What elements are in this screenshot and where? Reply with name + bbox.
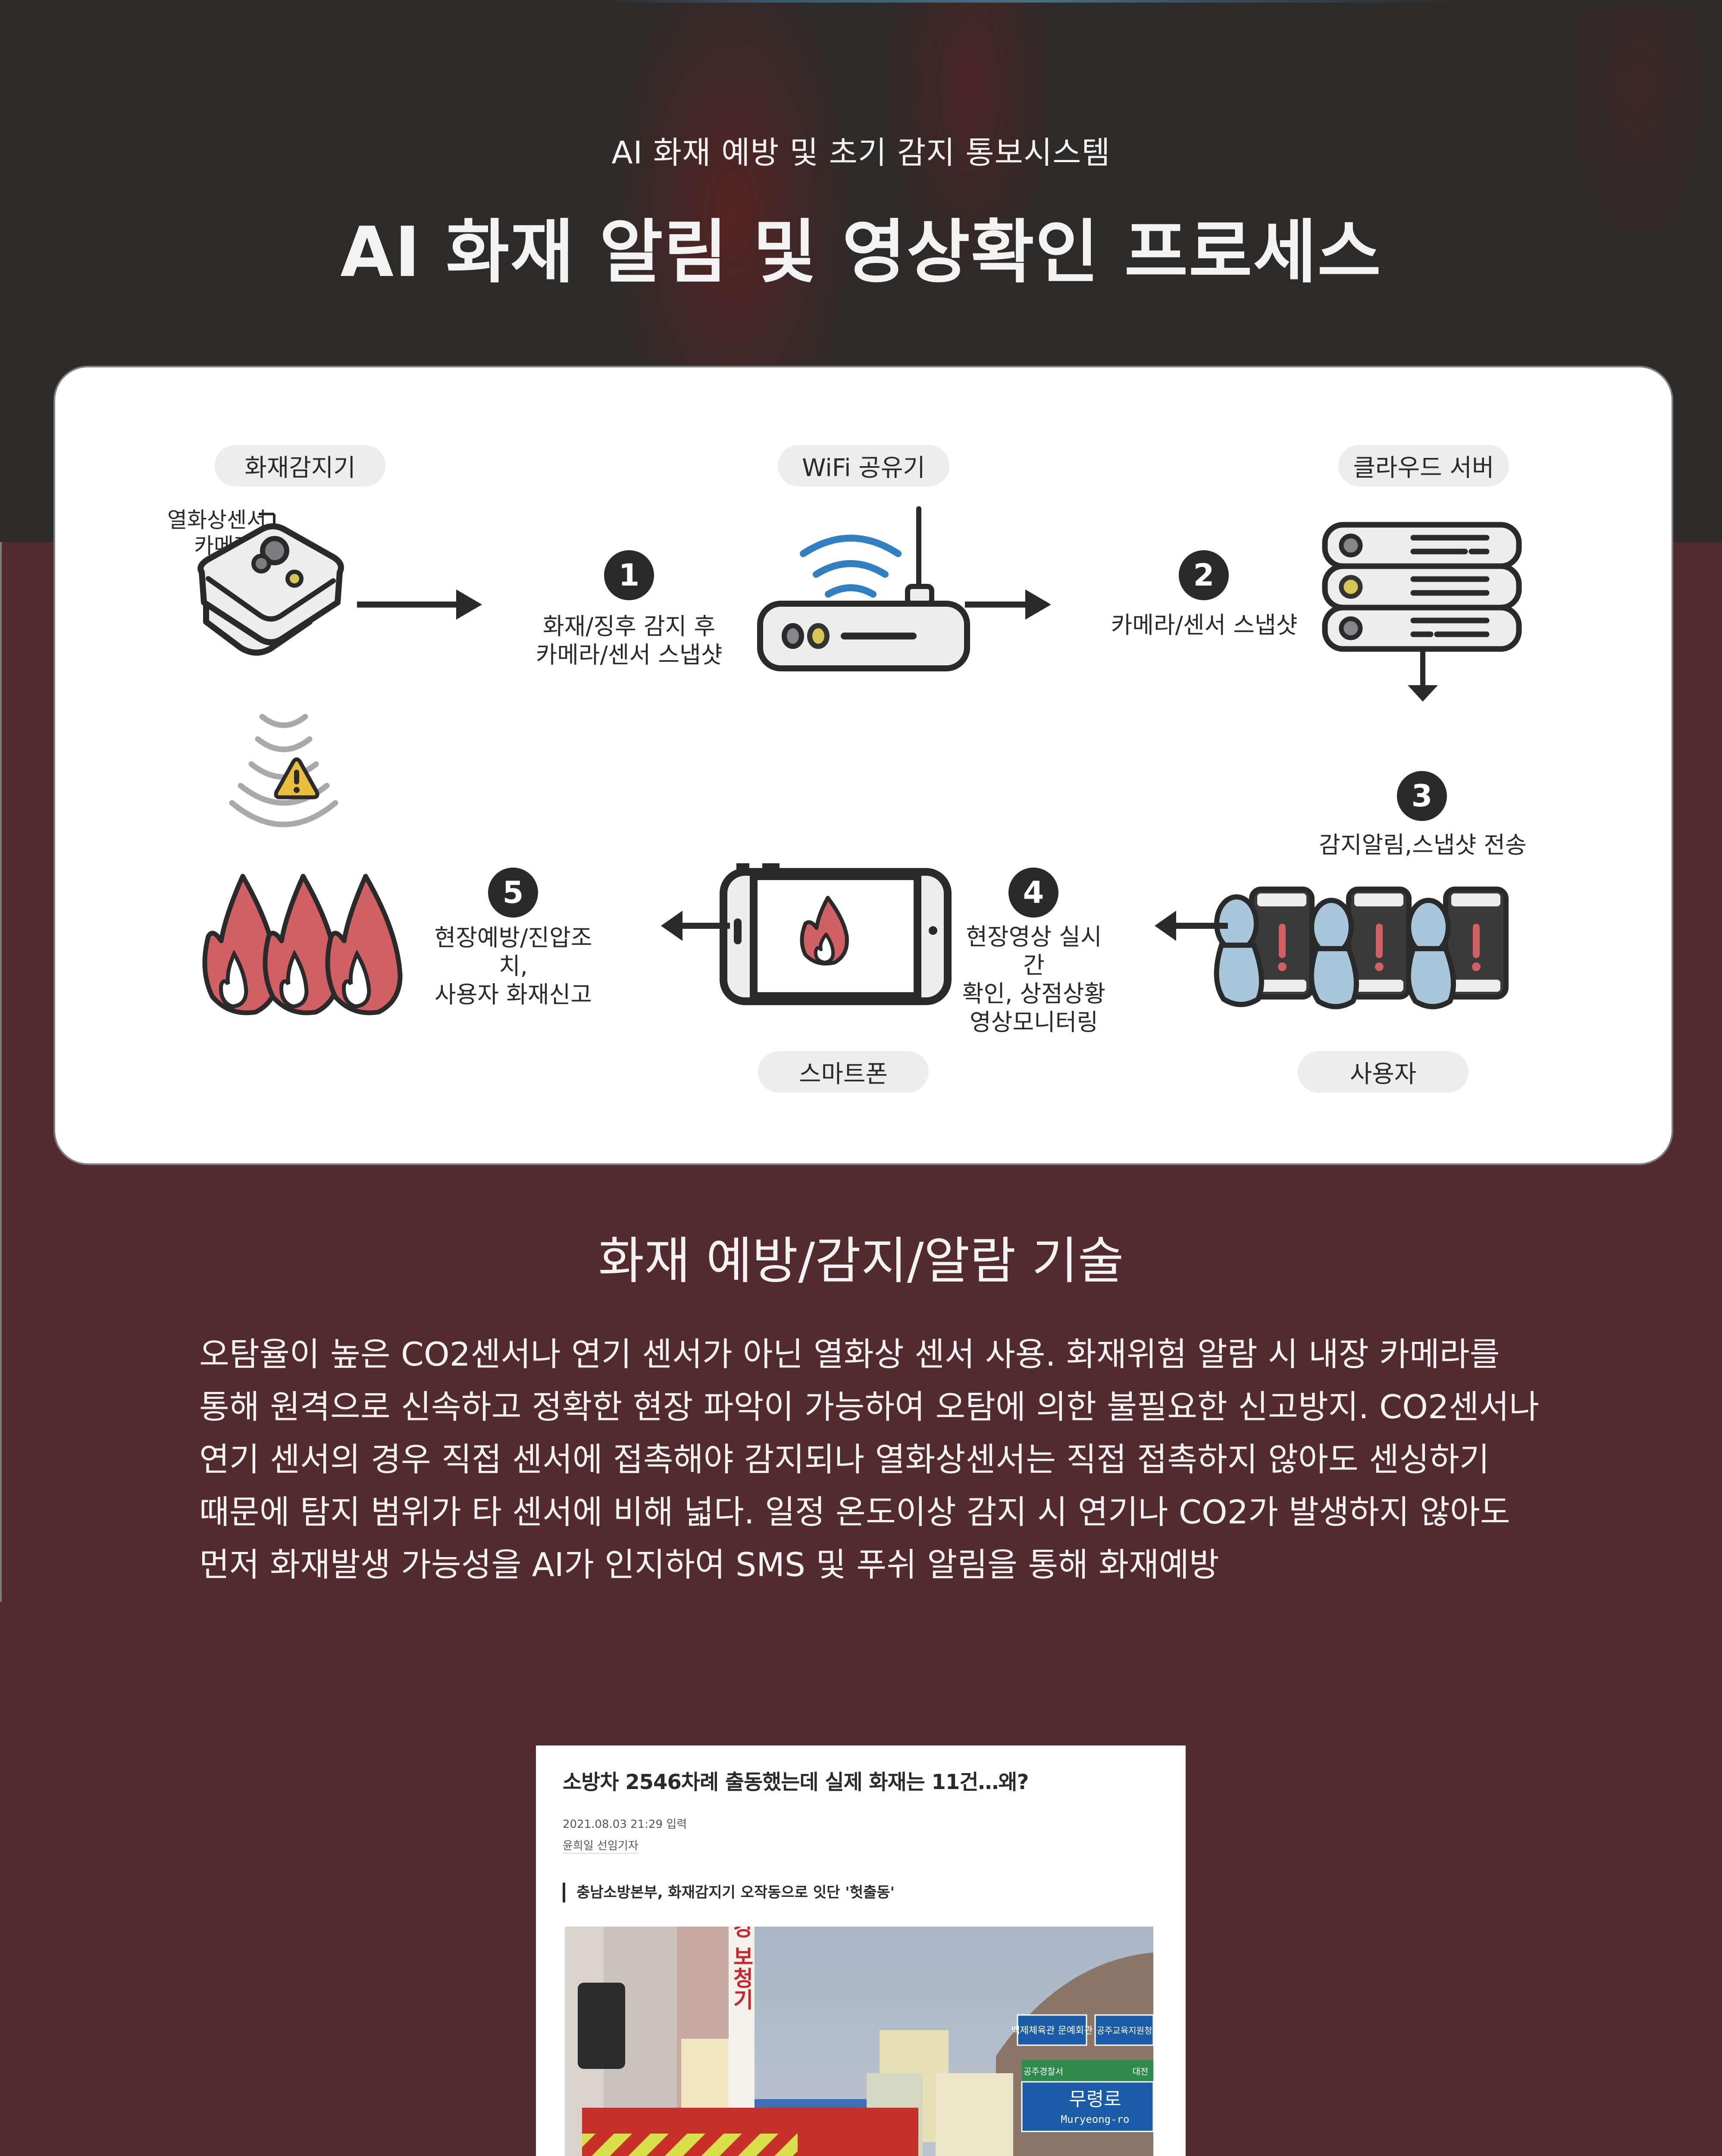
step-number-5: 5 — [488, 868, 538, 918]
arrow-left-icon — [661, 911, 730, 941]
sign-top-right: 공주교육지원청 — [1097, 2025, 1152, 2036]
step-5-description: 현장예방/진압조치, 사용자 화재신고 — [434, 924, 592, 1008]
fire-detector-icon — [197, 513, 344, 656]
photo-banner-text: 금강 보청기 — [729, 1927, 754, 2010]
sign-top-left: 백제체육관 문예회관 — [1011, 2025, 1093, 2036]
node-label-cloud: 클라우드 서버 — [1338, 445, 1509, 486]
section-body: 오탐율이 높은 CO2센서나 연기 센서가 아닌 열화상 센서 사용. 화재위험… — [199, 1328, 1540, 1591]
news-subheadline: 충남소방본부, 화재감지기 오작동으로 잇단 '헛출동' — [563, 1883, 895, 1902]
smartphone-icon — [720, 863, 952, 1005]
road-sign-main: 무령로 — [1069, 2088, 1121, 2110]
body-line: 통해 원격으로 신속하고 정확한 현장 파악이 가능하여 오탐에 의한 불필요한… — [199, 1388, 1540, 1426]
news-author: 윤희일 선임기자 — [563, 1837, 639, 1854]
step-number-1: 1 — [604, 550, 654, 600]
road-sign-roman: Muryeong-ro — [1061, 2113, 1130, 2125]
body-line: 먼저 화재발생 가능성을 AI가 인지하여 SMS 및 푸쉬 알림을 통해 화재… — [199, 1545, 1219, 1584]
section-title: 화재 예방/감지/알람 기술 — [598, 1232, 1124, 1290]
user-phone-2 — [1309, 887, 1412, 1009]
node-label-user: 사용자 — [1298, 1051, 1468, 1093]
arrow-right-icon — [357, 589, 482, 620]
sign-mid-left: 공주경찰서 — [1024, 2066, 1063, 2077]
news-clipping: 소방차 2546차례 출동했는데 실제 화재는 11건…왜? 2021.08.0… — [536, 1745, 1186, 2156]
fire-trucks-photo: 금강 보청기 백제체육관 문예회관 공주교육지원청 공주경찰서 대전 무령로 M… — [565, 1927, 1153, 2156]
flame-right — [325, 874, 403, 1015]
process-diagram-card: 화재감지기 WiFi 공유기 클라우드 서버 스마트폰 사용자 열화상센서 카메… — [53, 366, 1673, 1165]
news-date: 2021.08.03 21:29 입력 — [563, 1818, 687, 1831]
step-4-description: 현장영상 실시간 확인, 상점상황 영상모니터링 — [962, 923, 1106, 1036]
page-subtitle: AI 화재 예방 및 초기 감지 통보시스템 — [611, 135, 1111, 171]
node-label-detector: 화재감지기 — [215, 445, 385, 486]
signal-waves-icon — [229, 714, 338, 827]
wifi-router-icon — [757, 506, 970, 671]
step-number-4: 4 — [1008, 868, 1058, 918]
thermal-sensor-label: 열화상센서 — [167, 508, 266, 533]
user-phone-3 — [1406, 887, 1509, 1009]
page-title: AI 화재 알림 및 영상확인 프로세스 — [340, 212, 1382, 292]
step-number-3: 3 — [1397, 771, 1447, 821]
step-number-2: 2 — [1179, 550, 1229, 600]
hero-top-strip — [0, 0, 1722, 3]
warning-icon — [274, 757, 319, 799]
node-label-smartphone: 스마트폰 — [758, 1051, 929, 1093]
arrow-right-icon — [965, 589, 1051, 620]
sign-mid-right: 대전 — [1133, 2066, 1149, 2077]
node-label-router: WiFi 공유기 — [778, 445, 949, 486]
arrow-left-icon — [1155, 911, 1228, 941]
news-photo-fire-trucks: 금강 보청기 백제체육관 문예회관 공주교육지원청 공주경찰서 대전 무령로 M… — [565, 1927, 1153, 2156]
users-alert-icon — [1214, 887, 1509, 1009]
user-phone-1 — [1214, 887, 1315, 1007]
cloud-server-icon — [1322, 522, 1522, 702]
step-3-description: 감지알림,스냅샷 전송 — [1319, 831, 1527, 859]
left-edge-rule — [0, 542, 2, 1602]
news-headline: 소방차 2546차례 출동했는데 실제 화재는 11건…왜? — [563, 1770, 1029, 1794]
body-line: 오탐율이 높은 CO2센서나 연기 센서가 아닌 열화상 센서 사용. 화재위험… — [199, 1335, 1500, 1373]
body-line: 연기 센서의 경우 직접 센서에 접촉해야 감지되나 열화상센서는 직접 접촉하… — [199, 1440, 1490, 1479]
body-line: 때문에 탐지 범위가 타 센서에 비해 넓다. 일정 온도이상 감지 시 연기나… — [199, 1493, 1510, 1531]
flame-middle — [263, 874, 340, 1015]
step-2-description: 카메라/센서 스냅샷 — [1111, 611, 1298, 639]
step-1-description: 화재/징후 감지 후 카메라/센서 스냅샷 — [535, 613, 723, 668]
fire-flames-icon — [202, 874, 403, 1015]
